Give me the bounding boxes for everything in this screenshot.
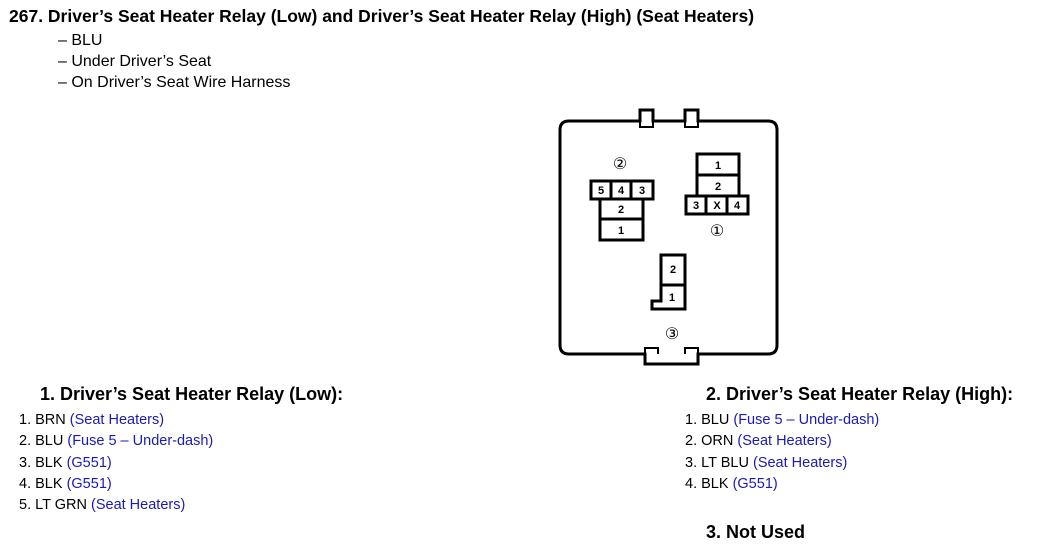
wire-color: BLK (35, 454, 63, 471)
circuit-link[interactable]: (Seat Heaters) (737, 433, 832, 450)
connector-3-pin-2: 2 (670, 264, 676, 276)
wire-color: BRN (35, 412, 66, 428)
list-item: 3. LT BLU (Seat Heaters) (685, 453, 879, 474)
circuit-link[interactable]: (Seat Heaters) (91, 497, 186, 514)
circuit-link[interactable]: (G551) (66, 475, 112, 492)
pin-number: 2. (685, 433, 698, 450)
page-title: 267. Driver’s Seat Heater Relay (Low) an… (9, 6, 755, 26)
connector-2-pin-5: 5 (598, 185, 604, 197)
connector-1-pin-x: X (713, 200, 721, 212)
pin-number: 4. (19, 475, 32, 492)
detail-color: – BLU (58, 32, 103, 49)
pin-number: 4. (685, 475, 698, 492)
pin-number: 1. (685, 412, 698, 428)
list-item: 4. BLK (G551) (685, 474, 879, 495)
relay-high-title: 2. Driver’s Seat Heater Relay (High): (706, 384, 1014, 404)
connector-housing (558, 108, 779, 366)
relay-high-pin-list: 1. BLU (Fuse 5 – Under-dash) 2. ORN (Sea… (685, 410, 879, 495)
pin-number: 3. (685, 454, 698, 471)
connector-1-label: ① (710, 223, 724, 240)
connector-1-pin-3: 3 (693, 200, 699, 212)
connector-3: 2 1 ③ (650, 253, 687, 343)
wire-color: BLK (35, 475, 63, 492)
list-item: 1. BLU (Fuse 5 – Under-dash) (685, 410, 879, 431)
connector-2-pin-2: 2 (618, 204, 624, 216)
circuit-link[interactable]: (Fuse 5 – Under-dash) (67, 433, 214, 450)
not-used-title: 3. Not Used (706, 522, 806, 542)
connector-2-pin-3: 3 (639, 185, 645, 197)
relay-low-title: 1. Driver’s Seat Heater Relay (Low): (40, 384, 344, 404)
wire-color: LT GRN (35, 497, 87, 514)
circuit-link[interactable]: (G551) (732, 475, 778, 492)
connector-2: ② 5 4 3 2 1 (589, 156, 655, 242)
pin-number: 3. (19, 454, 32, 471)
connector-2-pin-1: 1 (618, 225, 624, 237)
list-item: 2. ORN (Seat Heaters) (685, 431, 879, 452)
circuit-link[interactable]: (G551) (66, 454, 112, 471)
list-item: 2. BLU (Fuse 5 – Under-dash) (19, 431, 213, 452)
wire-color: BLU (35, 433, 64, 450)
wire-color: ORN (701, 433, 734, 450)
wire-color: LT BLU (701, 454, 749, 471)
pin-number: 5. (19, 497, 32, 514)
connector-1-pin-4: 4 (734, 200, 741, 212)
connector-2-pin-4: 4 (618, 185, 625, 197)
connector-1-pin-1: 1 (715, 160, 721, 172)
circuit-link[interactable]: (Seat Heaters) (69, 412, 165, 428)
pin-number: 2. (19, 433, 32, 450)
connector-2-label: ② (613, 156, 627, 173)
pin-number: 1. (19, 412, 32, 428)
detail-location: – Under Driver’s Seat (58, 53, 212, 70)
circuit-link[interactable]: (Fuse 5 – Under-dash) (733, 412, 880, 428)
connector-1: 1 2 3 X 4 ① (684, 152, 750, 240)
wire-color: BLU (701, 412, 730, 428)
connector-1-pin-2: 2 (715, 181, 721, 193)
connector-diagram: ② 5 4 3 2 1 1 2 3 X 4 ① 2 1 ③ (558, 108, 779, 366)
list-item: 3. BLK (G551) (19, 453, 213, 474)
connector-3-label: ③ (665, 326, 679, 343)
circuit-link[interactable]: (Seat Heaters) (752, 454, 848, 471)
wire-color: BLK (701, 475, 729, 492)
detail-harness: – On Driver’s Seat Wire Harness (58, 74, 291, 91)
connector-3-pin-1: 1 (669, 292, 675, 304)
list-item: 1. BRN (Seat Heaters) (19, 410, 213, 431)
list-item: 5. LT GRN (Seat Heaters) (19, 495, 213, 516)
list-item: 4. BLK (G551) (19, 474, 213, 495)
relay-low-pin-list: 1. BRN (Seat Heaters) 2. BLU (Fuse 5 – U… (19, 410, 213, 516)
